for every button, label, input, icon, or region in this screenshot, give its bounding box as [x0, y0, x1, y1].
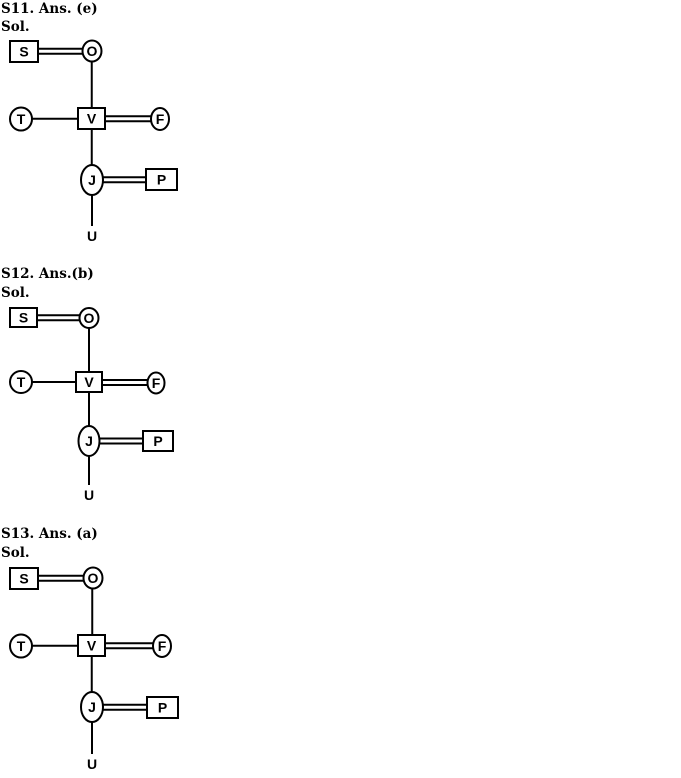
node-s: S	[9, 40, 39, 63]
node-j-label: J	[88, 172, 96, 188]
node-j-label: J	[88, 699, 96, 715]
answer-heading: S11. Ans. (e)	[1, 1, 98, 17]
node-j: J	[80, 691, 104, 723]
node-j-label: J	[85, 433, 93, 449]
node-o-label: O	[87, 43, 98, 59]
diagram-nodes: S O T V F J P	[9, 39, 178, 244]
node-p-label: P	[153, 433, 162, 449]
node-p: P	[142, 430, 174, 452]
node-v-label: V	[87, 111, 97, 127]
node-t-label: T	[17, 638, 26, 654]
node-j: J	[77, 425, 101, 457]
node-f: F	[146, 371, 166, 395]
node-f-label: F	[158, 638, 167, 654]
solution-label: Sol.	[1, 285, 30, 301]
diagram-nodes: S O T V F J P	[9, 566, 179, 772]
node-t-label: T	[17, 374, 26, 390]
solution-label: Sol.	[1, 19, 30, 35]
node-s: S	[9, 567, 39, 590]
node-p-label: P	[157, 172, 166, 188]
node-s-label: S	[19, 571, 28, 587]
node-u: U	[84, 487, 94, 503]
answer-heading: S13. Ans. (a)	[1, 526, 98, 542]
node-v: V	[77, 634, 106, 657]
diagram-links	[32, 574, 153, 754]
node-v: V	[75, 371, 103, 393]
answer-heading: S12. Ans.(b)	[1, 266, 94, 282]
node-u: U	[87, 228, 97, 244]
node-t: T	[9, 633, 33, 659]
node-j: J	[80, 164, 104, 196]
node-v-label: V	[84, 374, 94, 390]
node-u-label: U	[84, 487, 94, 503]
arrangement-diagram: S O T V F J P	[9, 566, 179, 772]
node-f-label: F	[156, 111, 165, 127]
node-f-label: F	[152, 375, 161, 391]
node-o: O	[82, 566, 104, 590]
node-s: S	[9, 307, 38, 328]
node-o: O	[81, 39, 103, 63]
node-u-label: U	[87, 756, 97, 772]
node-v-label: V	[87, 638, 97, 654]
node-u-label: U	[87, 228, 97, 244]
solution-label: Sol.	[1, 545, 30, 561]
node-f: F	[152, 634, 172, 658]
node-t: T	[9, 370, 33, 394]
diagram-nodes: S O T V F J P	[9, 307, 174, 503]
node-p: P	[145, 168, 178, 191]
node-u: U	[87, 756, 97, 772]
node-v: V	[77, 107, 106, 130]
node-s-label: S	[19, 44, 28, 60]
diagram-links	[32, 47, 151, 226]
diagram-links	[32, 314, 148, 485]
arrangement-diagram: S O T V F J P	[9, 307, 174, 503]
node-o-label: O	[88, 570, 99, 586]
node-t: T	[9, 106, 33, 132]
node-p: P	[146, 696, 179, 719]
node-p-label: P	[158, 700, 167, 716]
node-o: O	[78, 307, 100, 329]
arrangement-diagram: S O T V F J P	[9, 39, 178, 244]
node-t-label: T	[17, 111, 26, 127]
node-f: F	[150, 107, 170, 131]
node-s-label: S	[19, 310, 28, 326]
node-o-label: O	[84, 310, 95, 326]
